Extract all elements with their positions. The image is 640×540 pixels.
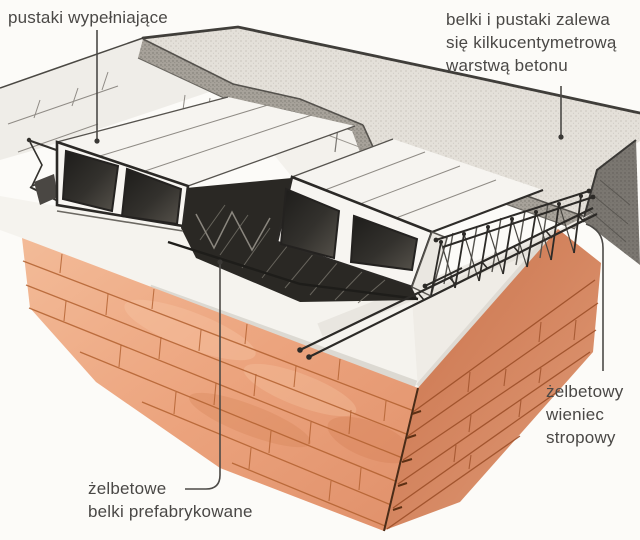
leader-lines <box>96 30 604 490</box>
block-row1-top <box>56 96 356 187</box>
label-ring-beam-line1: żelbetowy <box>546 382 624 401</box>
label-prefab-beams-line1: żelbetowe <box>88 479 167 498</box>
label-filler-blocks: pustaki wypełniające <box>8 6 168 29</box>
label-ring-beam-line2: wieniec <box>546 405 605 424</box>
leader-prefab-beams <box>185 263 221 490</box>
label-concrete-layer: belki i pustaki zalewa się kilkucentymet… <box>446 8 616 77</box>
label-concrete-layer-line3: warstwą betonu <box>446 56 568 75</box>
block-row1-hole-1 <box>61 149 120 213</box>
rebar-cage <box>297 188 598 360</box>
block-row2-face <box>275 175 448 298</box>
label-ring-beam-line3: stropowy <box>546 428 616 447</box>
leader-ring-beam <box>585 223 604 371</box>
lattice-truss-left <box>26 137 71 208</box>
brick-wall-right-face <box>383 229 601 532</box>
label-concrete-layer-line2: się kilkucentymetrową <box>446 33 617 52</box>
beam-gap <box>167 178 419 304</box>
label-filler-blocks-text: pustaki wypełniające <box>8 8 168 27</box>
block-row1-face <box>55 140 190 232</box>
slab-corner-cut-face <box>582 139 640 265</box>
leader-dots <box>94 134 564 265</box>
concrete-topping-surface <box>141 25 640 218</box>
label-prefab-beams-line2: belki prefabrykowane <box>88 502 253 521</box>
label-ring-beam: żelbetowy wieniec stropowy <box>546 380 623 449</box>
label-prefab-beams: żelbetowe belki prefabrykowane <box>88 477 253 523</box>
block-row1-hole-2 <box>120 167 183 226</box>
label-concrete-layer-line1: belki i pustaki zalewa <box>446 10 611 29</box>
block-row2-hole-2 <box>349 214 419 272</box>
block-row2-hole-1 <box>279 187 341 260</box>
block-row2-top <box>291 138 544 234</box>
